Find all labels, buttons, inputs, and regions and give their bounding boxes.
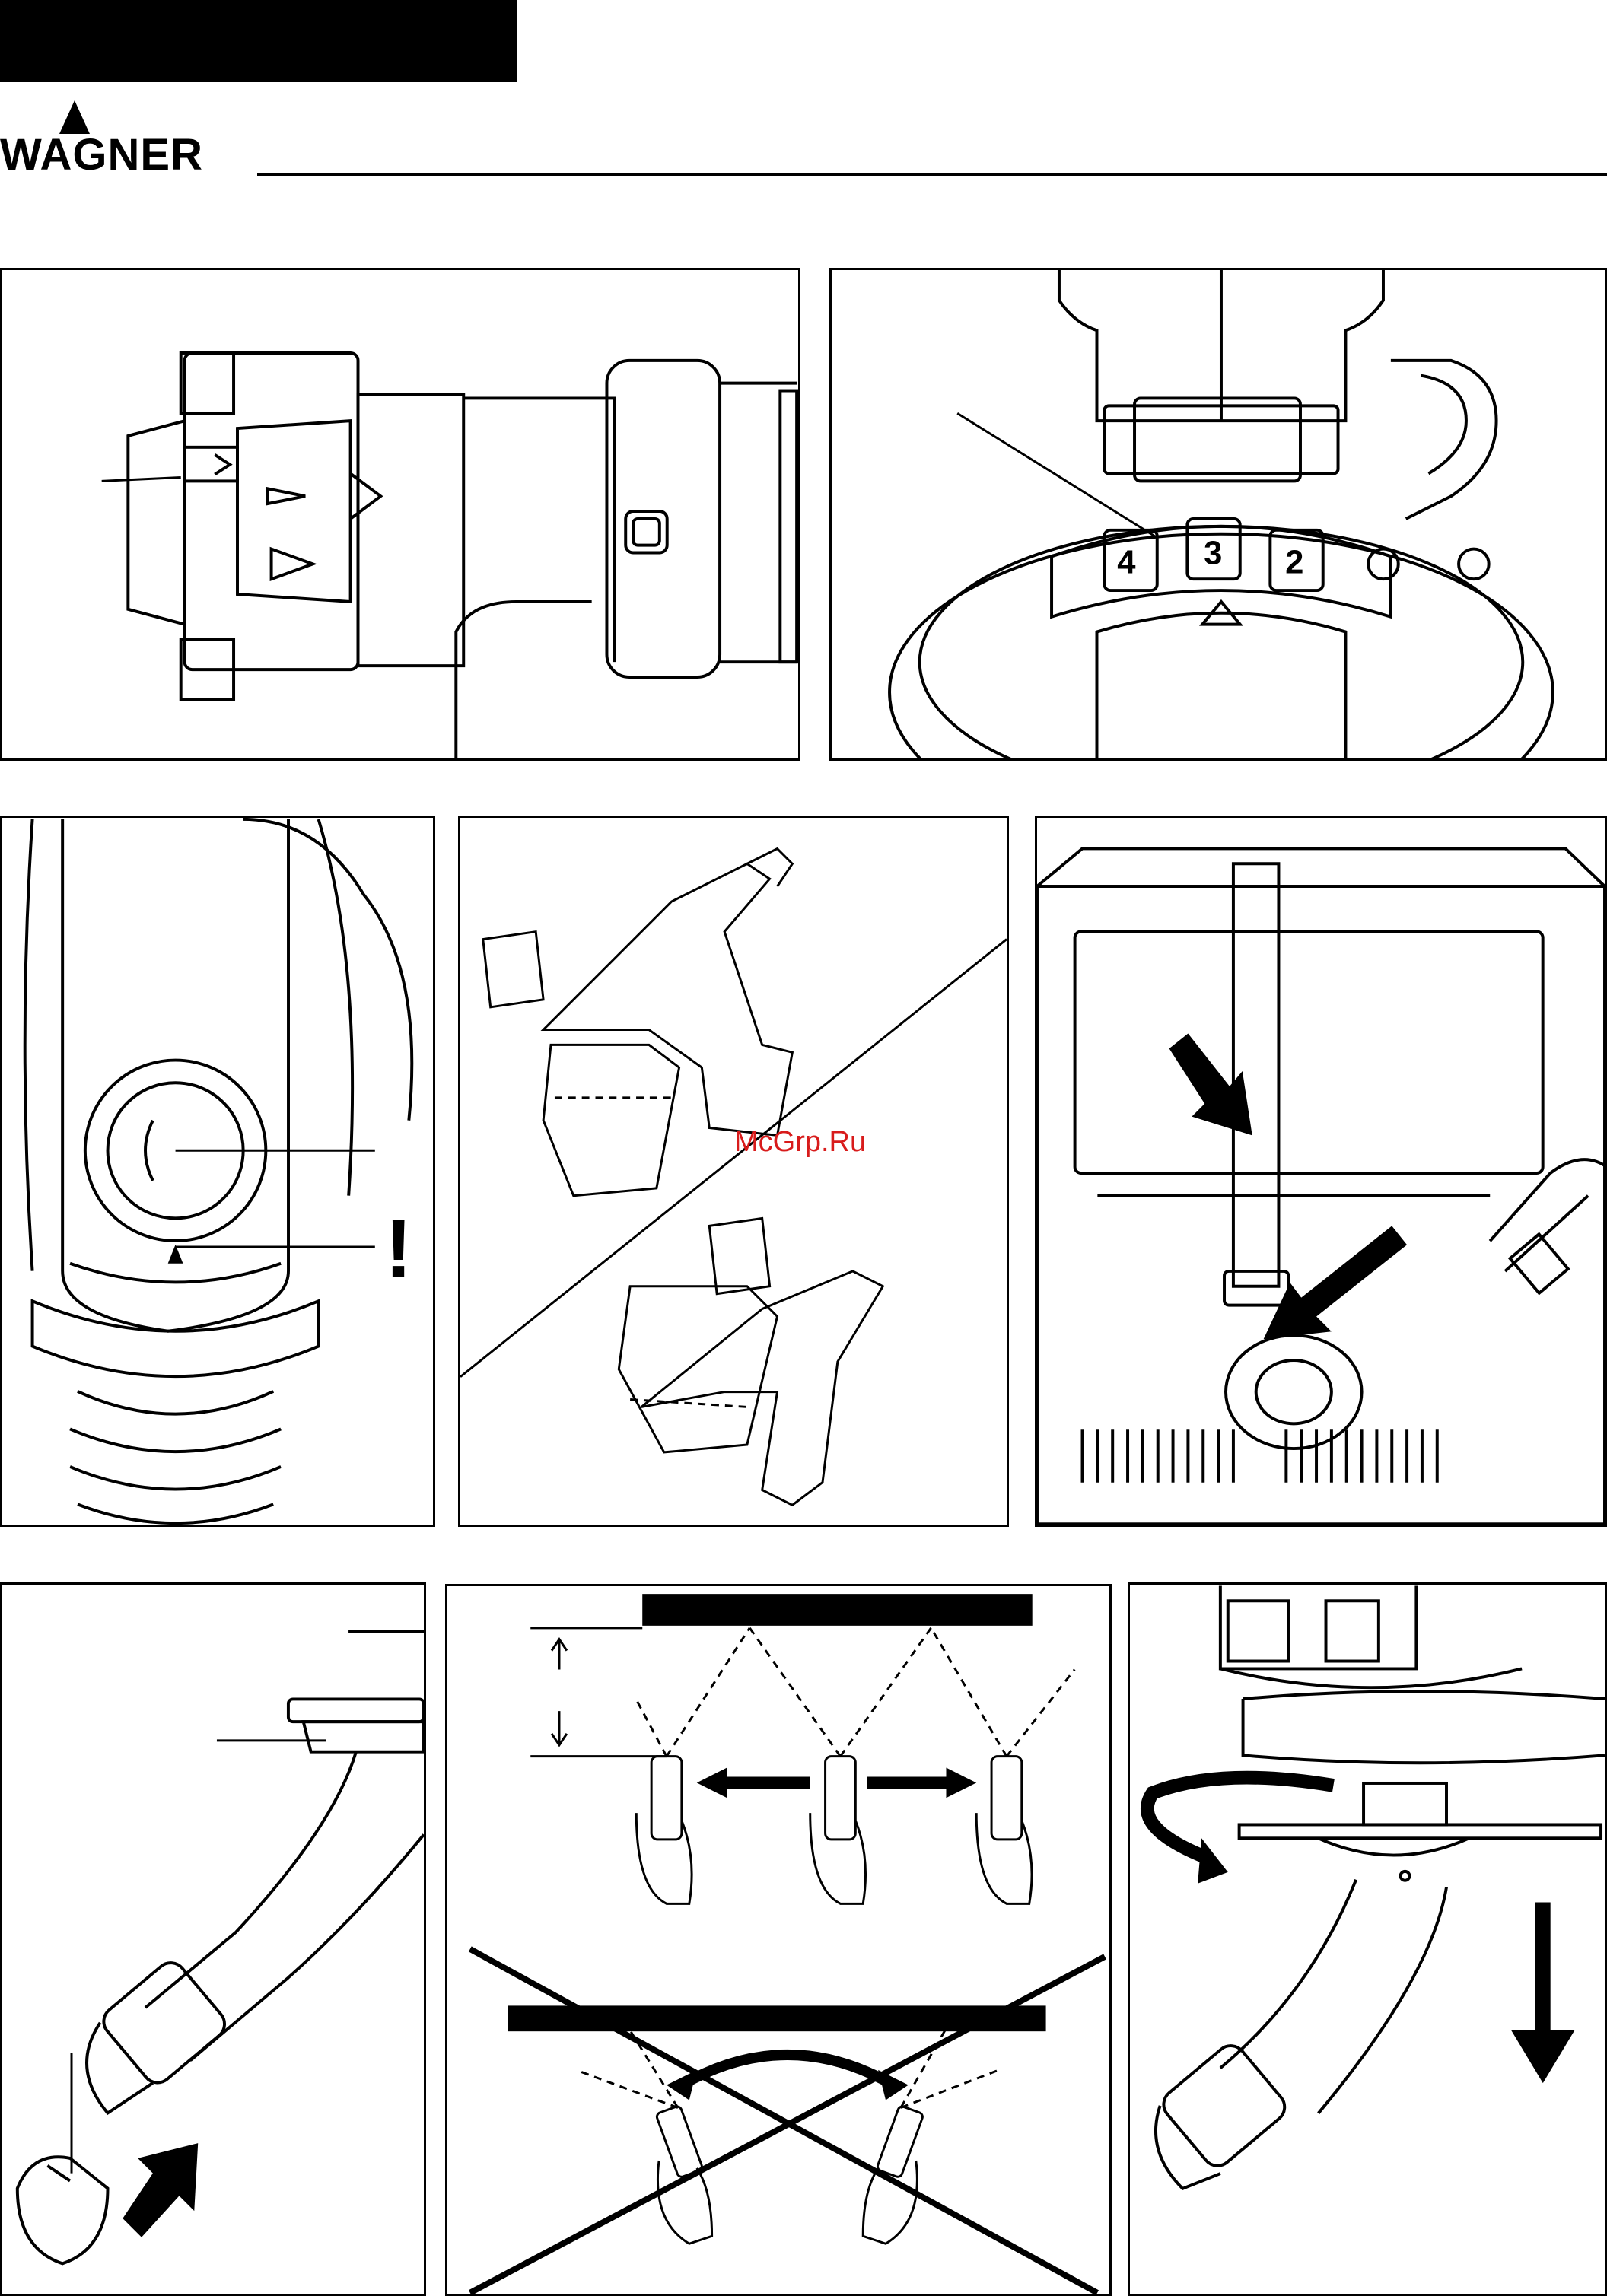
warning-exclamation: !: [385, 1203, 412, 1296]
arrow-up-right-icon: [123, 2143, 198, 2237]
illustration-nozzle-cap: [0, 268, 800, 761]
hose-connection-drawing: [1037, 818, 1605, 1525]
remove-container-drawing: [1130, 1585, 1605, 2294]
arrow-down-left-icon: [1264, 1226, 1407, 1339]
illustration-pattern-dial: 4 3 2: [829, 268, 1607, 761]
nozzle-cap-drawing: [2, 270, 798, 758]
illustration-spray-technique: [445, 1584, 1112, 2296]
watermark: McGrp.Ru: [734, 1127, 866, 1156]
arrow-down-icon: [1511, 1902, 1574, 2083]
arrow-left-icon: [697, 1768, 810, 1798]
arrow-right-icon: [867, 1768, 976, 1798]
illustration-remove-container: [1128, 1582, 1607, 2296]
wall-surface-top: [642, 1594, 1032, 1626]
attach-cap-drawing: [2, 1585, 424, 2294]
header-rule: [257, 173, 1607, 176]
header-black-tab: [0, 0, 517, 82]
wagner-logo: WAGNER: [0, 133, 203, 177]
wagner-logo-mark-icon: [59, 100, 90, 134]
sprayer-angles-drawing: [460, 818, 1007, 1525]
dial-number-4: 4: [1117, 544, 1135, 580]
dial-number-3: 3: [1204, 535, 1222, 571]
illustration-air-inlet: !: [0, 816, 435, 1527]
illustration-sprayer-angles: [458, 816, 1009, 1527]
illustration-hose-connection: [1035, 816, 1607, 1527]
dial-number-2: 2: [1285, 544, 1303, 580]
illustration-attach-cap: [0, 1582, 426, 2296]
rotate-arrow-icon: [1147, 1778, 1334, 1857]
air-inlet-drawing: !: [2, 818, 433, 1525]
arrow-down-right-icon: [1169, 1033, 1252, 1135]
spray-technique-drawing: [447, 1586, 1109, 2294]
dial-drawing: 4 3 2: [832, 270, 1605, 758]
